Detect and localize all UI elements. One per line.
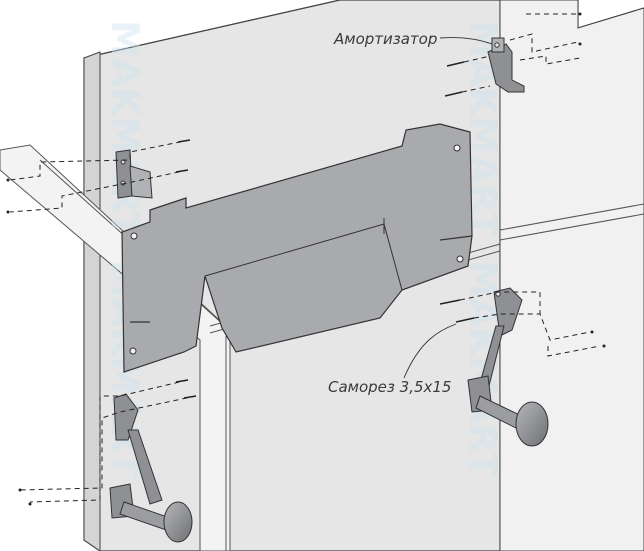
lift-mechanism-icon [467, 287, 549, 447]
callout-leaders [403, 37, 493, 379]
guide-lines [9, 13, 601, 503]
side-panel-edge [83, 51, 101, 551]
plate-holes [129, 144, 464, 355]
screw-label: Саморез 3,5x15 [328, 378, 452, 396]
damper-label: Амортизатор [334, 30, 438, 48]
shelf-line-right [499, 203, 644, 231]
damper-icon [487, 37, 525, 93]
dowel-marks [6, 12, 606, 506]
svg-text:MAKMART: MAKMART [103, 20, 147, 237]
lid-plate [121, 123, 473, 373]
side-panel-right [499, 0, 644, 551]
lift-mechanism-icon [109, 393, 193, 543]
